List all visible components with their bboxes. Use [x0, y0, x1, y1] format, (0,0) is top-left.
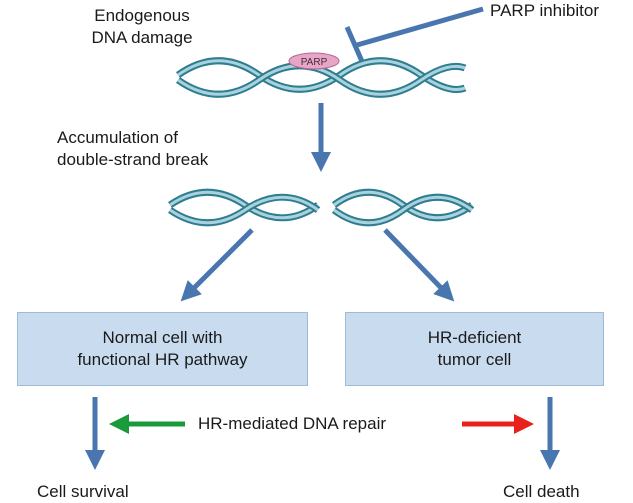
- hr-repair-label: HR-mediated DNA repair: [198, 414, 387, 433]
- normal-cell-box: Normal cell with functional HR pathway: [17, 312, 308, 386]
- parp-inhibitor-line: [344, 6, 484, 67]
- arrow-to-normal-cell: [180, 228, 254, 302]
- dna-helix-top: [175, 57, 467, 98]
- cell-death-label: Cell death: [503, 482, 580, 501]
- parp-badge: PARP: [288, 52, 340, 70]
- parp-inhibitor-label: PARP inhibitor: [490, 1, 599, 20]
- dna-helix-broken: [168, 188, 475, 227]
- parp-badge-text: PARP: [301, 57, 328, 68]
- accumulation-label: Accumulation of double-strand break: [57, 128, 209, 169]
- endogenous-dna-damage-label: Endogenous DNA damage: [91, 6, 193, 47]
- arrow-to-tumor-cell: [383, 228, 455, 302]
- cell-survival-label: Cell survival: [37, 482, 129, 501]
- tumor-cell-box: HR-deficient tumor cell: [345, 312, 604, 386]
